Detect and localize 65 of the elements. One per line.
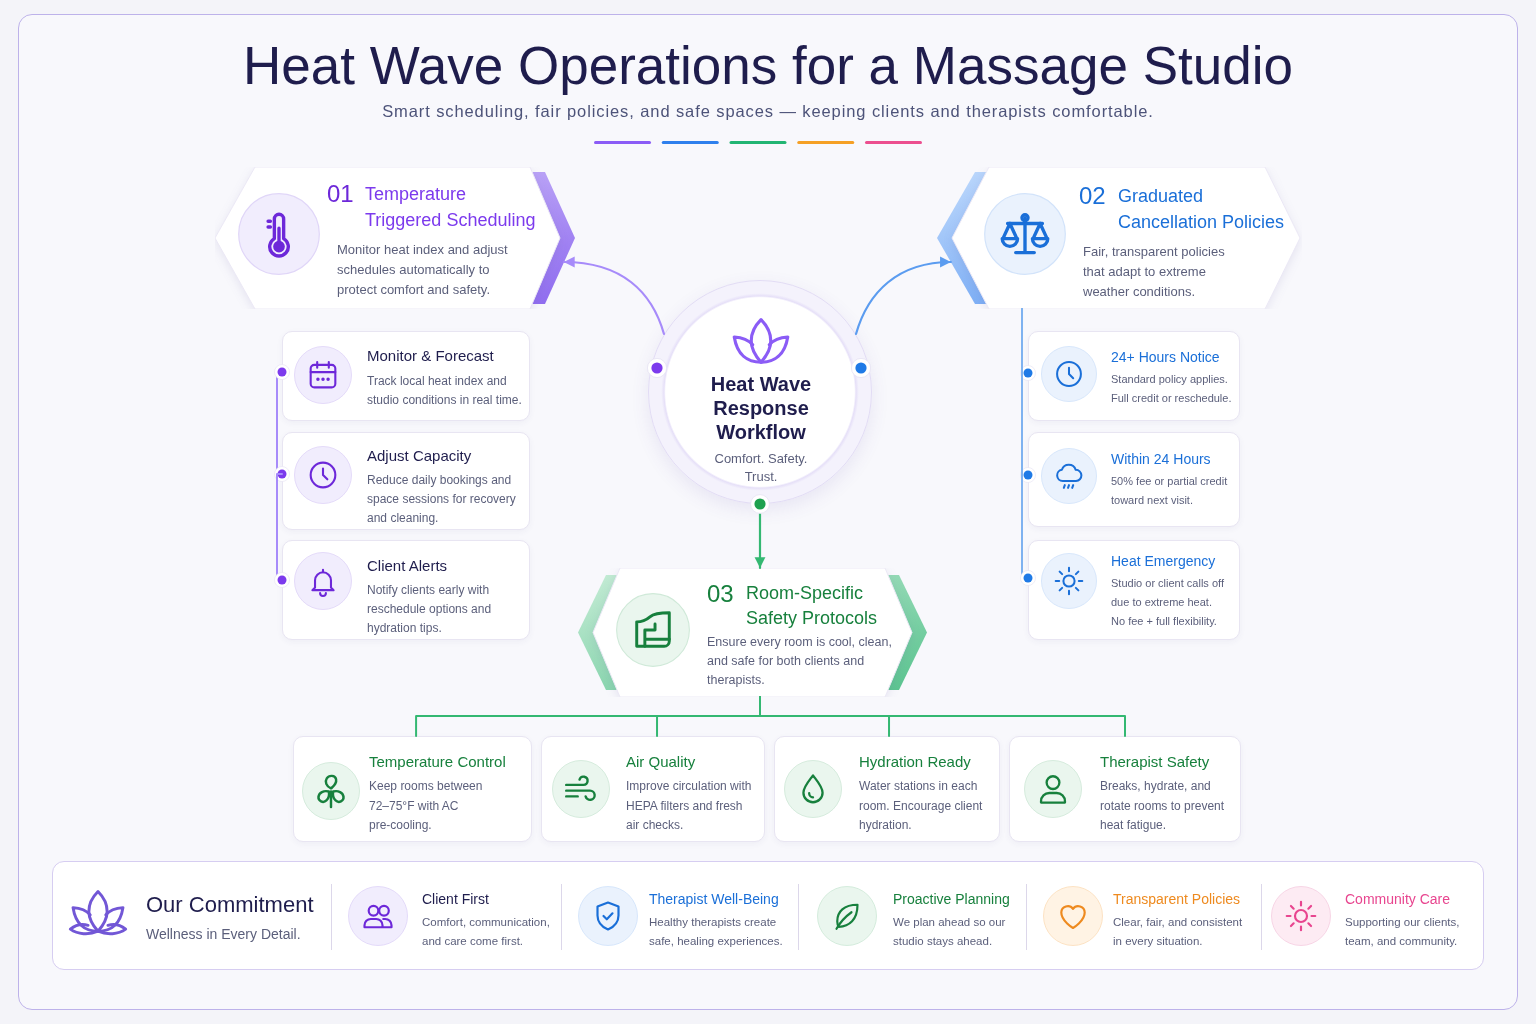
value-description: We plan ahead so our studio stays ahead.	[893, 915, 1007, 949]
commitment-tagline: Wellness in Every Detail.	[146, 925, 301, 944]
card-title: Monitor & Forecast	[367, 346, 495, 366]
step-description: Monitor heat index and adjust schedules automatically to protect comfort and safety.	[337, 241, 509, 299]
value-description: Supporting our clients, team, and community.	[1345, 915, 1461, 949]
card-description: Water stations in each room. Encourage client hydration.	[859, 778, 984, 834]
card-title: Therapist Safety	[1100, 752, 1211, 772]
card-description: No fee + full flexibility.	[1111, 614, 1218, 629]
protocol-card	[541, 736, 765, 842]
policy-card	[1028, 432, 1240, 527]
card-description: Notify clients early with reschedule options and hydration tips.	[367, 582, 493, 637]
protocol-card	[1009, 736, 1241, 842]
card-description: 50% fee or partial credit toward next visit.	[1111, 474, 1229, 508]
connector-line	[1020, 308, 1036, 586]
policy-card	[1028, 540, 1240, 640]
step-title: Temperature Triggered Scheduling	[365, 183, 537, 232]
hexagon-panel	[215, 167, 575, 309]
step-title: Room-Specific Safety Protocols	[746, 582, 879, 630]
card-description: Improve circulation with HEPA filters and fresh air checks.	[626, 778, 753, 834]
arrow	[562, 257, 666, 336]
value-title: Therapist Well-Being	[649, 890, 779, 909]
value-title: Community Care	[1345, 890, 1451, 909]
value-description: Clear, fair, and consistent in every situation.	[1113, 915, 1244, 949]
card-title: Temperature Control	[369, 752, 507, 772]
step-card	[282, 331, 530, 421]
commitment-heading: Our Commitment	[146, 891, 314, 919]
value-title: Client First	[422, 890, 489, 909]
card-description: Standard policy applies. Full credit or reschedule.	[1111, 372, 1233, 406]
card-description: Track local heat index and studio conditions in real time.	[367, 373, 523, 409]
card-title: Air Quality	[626, 752, 697, 772]
card-title: Heat Emergency	[1111, 552, 1217, 571]
hub-tagline: Comfort. Safety. Trust.	[713, 450, 809, 486]
card-title: Within 24 Hours	[1111, 450, 1212, 469]
card-title: 24+ Hours Notice	[1111, 348, 1221, 367]
arrow	[750, 494, 770, 570]
step-description: Fair, transparent policies that adapt to extreme weather conditions.	[1083, 243, 1226, 301]
card-description: Reduce daily bookings and space sessions for recovery and cleaning.	[367, 472, 517, 527]
hexagon-panel	[578, 568, 927, 697]
hub-title: Heat Wave Response Workflow	[709, 372, 813, 444]
card-title: Client Alerts	[367, 556, 449, 576]
step-title: Graduated Cancellation Policies	[1118, 185, 1286, 234]
step-card	[282, 540, 530, 640]
card-title: Adjust Capacity	[367, 446, 473, 466]
connector-line	[274, 364, 290, 482]
card-description: Breaks, hydrate, and rotate rooms to prevent heat fatigue.	[1100, 778, 1226, 834]
step-number: 01	[327, 180, 354, 208]
value-title: Transparent Policies	[1113, 890, 1241, 909]
protocol-card	[293, 736, 532, 842]
step-card	[282, 432, 530, 530]
step-description: Ensure every room is cool, clean, and safe for both clients and therapists.	[707, 634, 893, 689]
card-title: Hydration Ready	[859, 752, 972, 772]
hexagon-panel	[937, 167, 1302, 309]
arrow	[854, 257, 952, 336]
card-description: Studio or client calls off due to extreme heat.	[1111, 576, 1225, 610]
value-description: Comfort, communication, and care come first.	[422, 915, 551, 949]
commitment-panel	[52, 861, 1484, 970]
card-description: Keep rooms between 72–75°F with AC pre-cooling.	[369, 778, 484, 834]
value-description: Healthy therapists create safe, healing experiences.	[649, 915, 784, 949]
step-number: 03	[707, 580, 734, 608]
step-number: 02	[1079, 182, 1106, 210]
policy-card	[1028, 331, 1240, 421]
protocol-card	[774, 736, 1000, 842]
value-title: Proactive Planning	[893, 890, 1010, 909]
subtitle: Smart scheduling, fair policies, and safe spaces — keeping clients and therapists comfortable.	[381, 101, 1155, 122]
connector-line	[274, 473, 290, 588]
